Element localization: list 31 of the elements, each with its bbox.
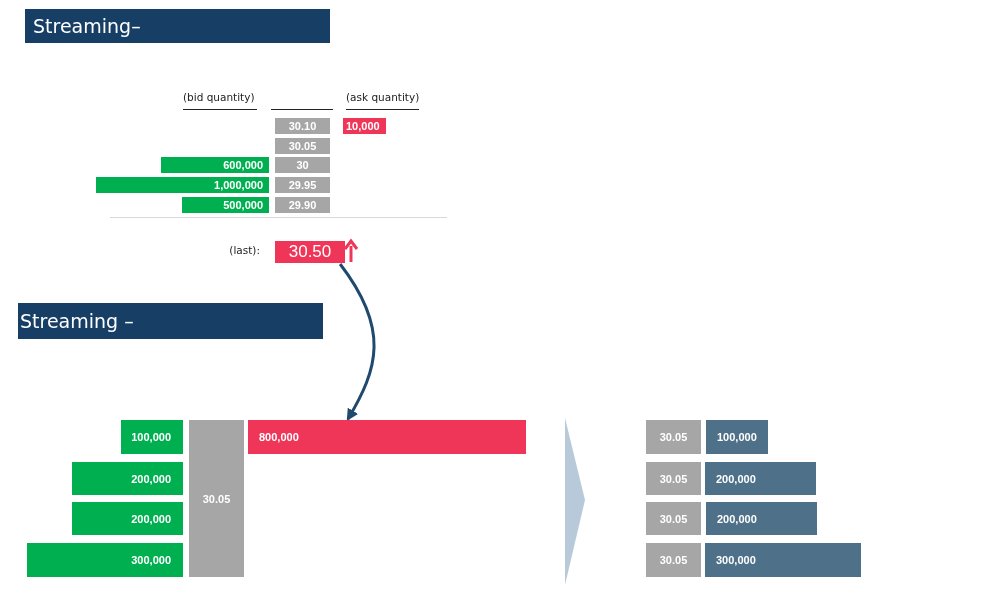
price-box: 29.95 (275, 177, 330, 193)
filled-order-bar: 200,000 (705, 462, 816, 495)
ask-bar: 800,000 (248, 420, 526, 454)
price-box: 30.05 (646, 462, 701, 495)
column-header: (bid quantity) (183, 91, 255, 103)
price-box: 30.05 (189, 420, 244, 577)
price-box: 30.05 (646, 543, 701, 577)
price-box: 30.05 (275, 138, 330, 154)
column-header: (ask quantity) (346, 91, 420, 103)
bid-bar: 600,000 (161, 157, 269, 173)
price-box: 30.10 (275, 118, 330, 134)
filled-order-bar: 300,000 (705, 543, 861, 577)
curved-arrow (338, 263, 376, 422)
last-price-box: 30.50 (275, 241, 345, 263)
ask-bar: 10,000 (343, 118, 386, 134)
bid-bar: 300,000 (27, 543, 183, 577)
filled-order-bar: 100,000 (706, 420, 768, 454)
section-banner: Streaming – (18, 303, 323, 339)
price-box: 30 (275, 157, 330, 173)
price-box: 30.05 (646, 420, 701, 454)
bid-bar: 200,000 (72, 462, 183, 495)
price-box: 29.90 (275, 197, 330, 213)
bid-bar: 200,000 (72, 502, 183, 535)
transition-chevron (565, 418, 585, 585)
price-box: 30.05 (646, 502, 701, 535)
bid-bar: 1,000,000 (96, 177, 269, 193)
bid-bar: 500,000 (182, 197, 269, 213)
last-price-label: (last): (228, 244, 260, 256)
bid-bar: 100,000 (121, 420, 183, 454)
title-banner: Streaming– (25, 9, 330, 43)
filled-order-bar: 200,000 (706, 502, 817, 535)
